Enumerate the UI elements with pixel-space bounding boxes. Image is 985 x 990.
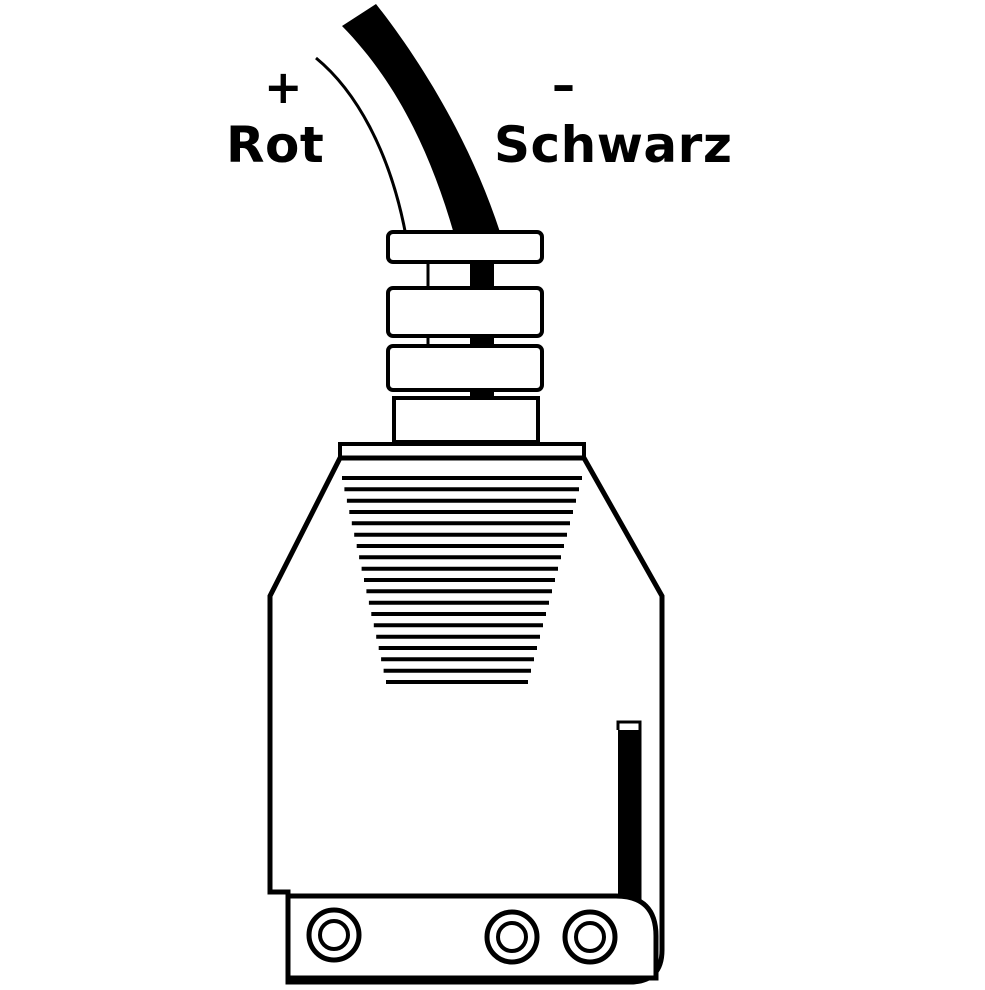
terminal-screws bbox=[306, 907, 618, 965]
latch-outline bbox=[616, 720, 642, 902]
ribbed-grip bbox=[342, 476, 582, 684]
positive-sign: + bbox=[264, 60, 303, 114]
negative-label: Schwarz bbox=[494, 116, 733, 174]
latch-bar bbox=[618, 730, 640, 902]
screw-middle bbox=[484, 909, 540, 965]
strain-relief bbox=[386, 230, 544, 444]
screw-left bbox=[306, 907, 362, 963]
terminal-strip bbox=[285, 893, 659, 981]
positive-label: Rot bbox=[226, 116, 325, 174]
negative-sign: – bbox=[552, 58, 575, 112]
wire-core bbox=[426, 262, 494, 398]
screw-right bbox=[562, 909, 618, 965]
red-wire bbox=[315, 56, 408, 237]
black-wire bbox=[342, 4, 500, 234]
